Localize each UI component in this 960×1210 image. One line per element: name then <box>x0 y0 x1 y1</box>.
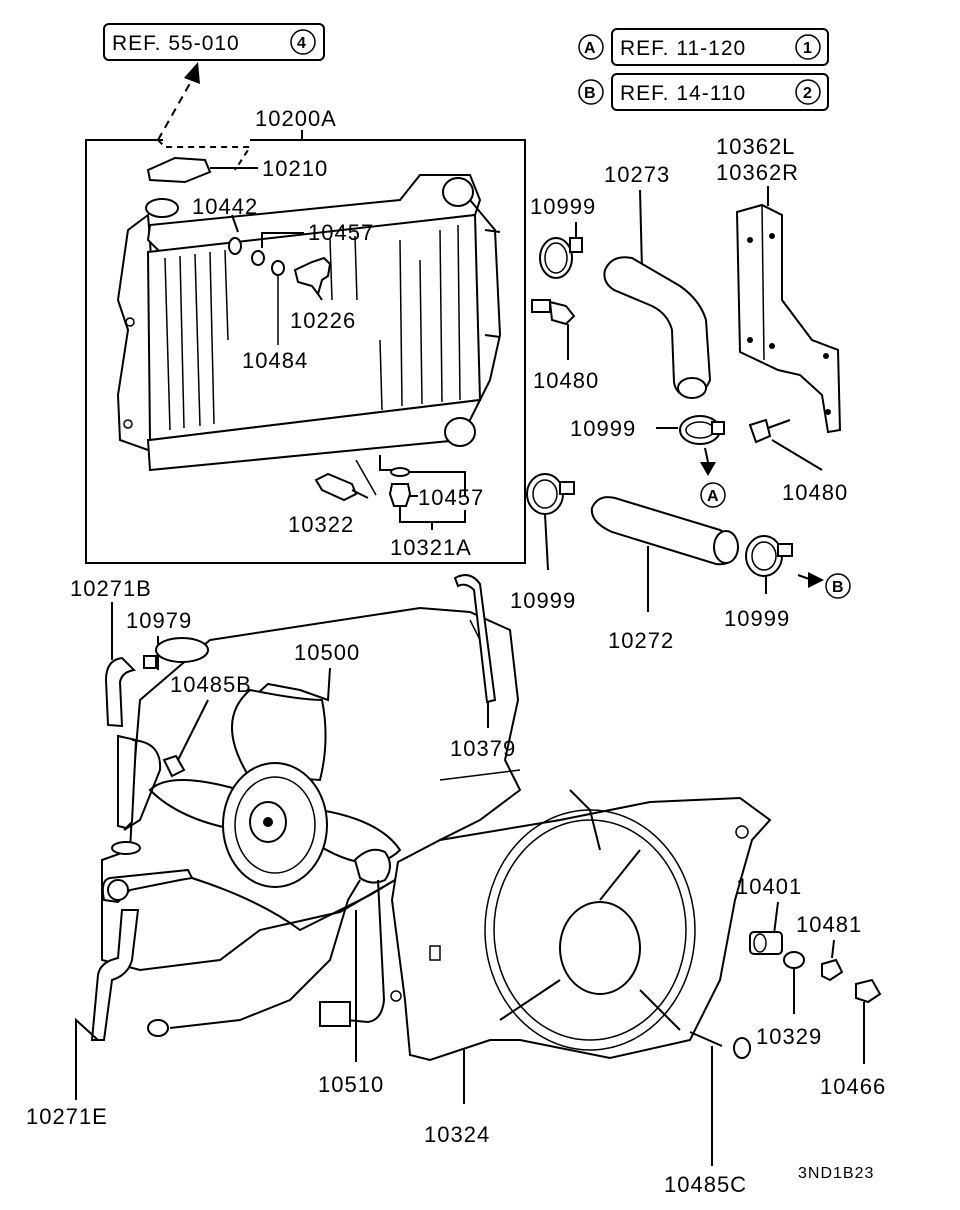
bolt-right <box>748 418 823 471</box>
fan-shroud <box>390 789 772 1062</box>
part-10271E-label: 10271E <box>26 1104 108 1129</box>
part-10272-label: 10272 <box>608 628 674 653</box>
ref-14-110-label: REF. 14-110 <box>620 82 746 105</box>
grommet-10401 <box>749 931 783 955</box>
part-10999-mid-label: 10999 <box>570 416 636 441</box>
bolt-upper <box>531 299 576 360</box>
ref-11-120-label: REF. 11-120 <box>620 37 746 60</box>
part-10484-label: 10484 <box>242 348 308 373</box>
part-10324-label: 10324 <box>424 1122 490 1147</box>
part-10999-left-label: 10999 <box>510 588 576 613</box>
nut-10481 <box>821 958 844 982</box>
hose-clamp-left <box>526 473 575 515</box>
drain-gasket <box>228 237 242 255</box>
part-10999-top-label: 10999 <box>530 194 596 219</box>
marker-a <box>700 482 726 508</box>
part-10322-label: 10322 <box>288 512 354 537</box>
radiator-cap <box>146 156 258 184</box>
drain-plug-gasket <box>271 260 285 276</box>
ref-55-arrow <box>157 62 252 171</box>
overflow-hose-upper <box>104 656 137 728</box>
part-10979-label: 10979 <box>126 608 192 633</box>
marker-b <box>825 573 851 599</box>
part-10379-label: 10379 <box>450 736 516 761</box>
collar-10329 <box>783 951 805 969</box>
fan-motor-harness <box>147 848 391 1037</box>
part-10200A-label: 10200A <box>255 106 337 131</box>
hose-clamp-top <box>539 222 583 279</box>
drain-cock <box>293 256 332 297</box>
diagram-code: 3ND1B23 <box>798 1165 874 1182</box>
part-10457-lower-label: 10457 <box>418 485 484 510</box>
radiator-assembly-group: 10200A <box>85 106 526 564</box>
hose-clamp-mid <box>679 415 725 445</box>
part-10271B-label: 10271B <box>70 576 152 601</box>
part-10500-label: 10500 <box>294 640 360 665</box>
thermo-switch <box>388 483 412 507</box>
ref-11-120-number: 1 <box>803 40 813 57</box>
part-10481-label: 10481 <box>796 912 862 937</box>
part-10466-label: 10466 <box>820 1074 886 1099</box>
nut-10466 <box>855 978 882 1004</box>
thermo-sensor <box>314 459 377 502</box>
marker-a-letter: A <box>707 488 720 505</box>
part-10362R-label: 10362R <box>716 160 799 185</box>
part-10457-upper-label: 10457 <box>308 220 374 245</box>
radiator <box>116 174 502 472</box>
part-10510-label: 10510 <box>318 1072 384 1097</box>
part-10329-label: 10329 <box>756 1024 822 1049</box>
ref-box-14-110[interactable]: B REF. 14-110 2 <box>578 73 829 111</box>
arrow-to-b <box>808 572 824 588</box>
part-10210-label: 10210 <box>262 156 328 181</box>
part-10999-right-label: 10999 <box>724 606 790 631</box>
part-10485B-label: 10485B <box>170 672 252 697</box>
part-10401-label: 10401 <box>736 874 802 899</box>
part-10442-label: 10442 <box>192 194 258 219</box>
part-10480-right-label: 10480 <box>782 480 848 505</box>
breather-hose <box>453 574 497 704</box>
part-10273-label: 10273 <box>604 162 670 187</box>
ref-55-010-number: 4 <box>297 35 307 52</box>
ref-box-11-120[interactable]: A REF. 11-120 1 <box>578 28 829 66</box>
ref-55-010-label: REF. 55-010 <box>112 32 240 55</box>
part-10226-label: 10226 <box>290 308 356 333</box>
part-10362L-label: 10362L <box>716 134 795 159</box>
part-10321A-label: 10321A <box>390 535 472 560</box>
part-10485C-label: 10485C <box>664 1172 747 1197</box>
arrow-to-a <box>700 462 716 476</box>
ref-14-110-number: 2 <box>803 85 813 102</box>
upper-hose <box>603 256 712 398</box>
ref-box-55-010[interactable]: REF. 55-010 4 <box>103 23 325 61</box>
marker-b-letter: B <box>832 579 845 596</box>
ref-11-120-letter: A <box>584 40 597 57</box>
overflow-hose-lower <box>90 909 140 1041</box>
cooling-fan <box>148 688 402 888</box>
part-10480-upper-label: 10480 <box>533 368 599 393</box>
reservoir-tank <box>101 841 396 932</box>
o-ring-lower <box>390 467 410 477</box>
hose-clamp-right <box>745 535 793 577</box>
bolt-10485B <box>162 754 186 778</box>
o-ring-upper <box>251 250 265 266</box>
bolt-10485C <box>689 1031 751 1059</box>
ref-14-110-letter: B <box>584 85 597 102</box>
